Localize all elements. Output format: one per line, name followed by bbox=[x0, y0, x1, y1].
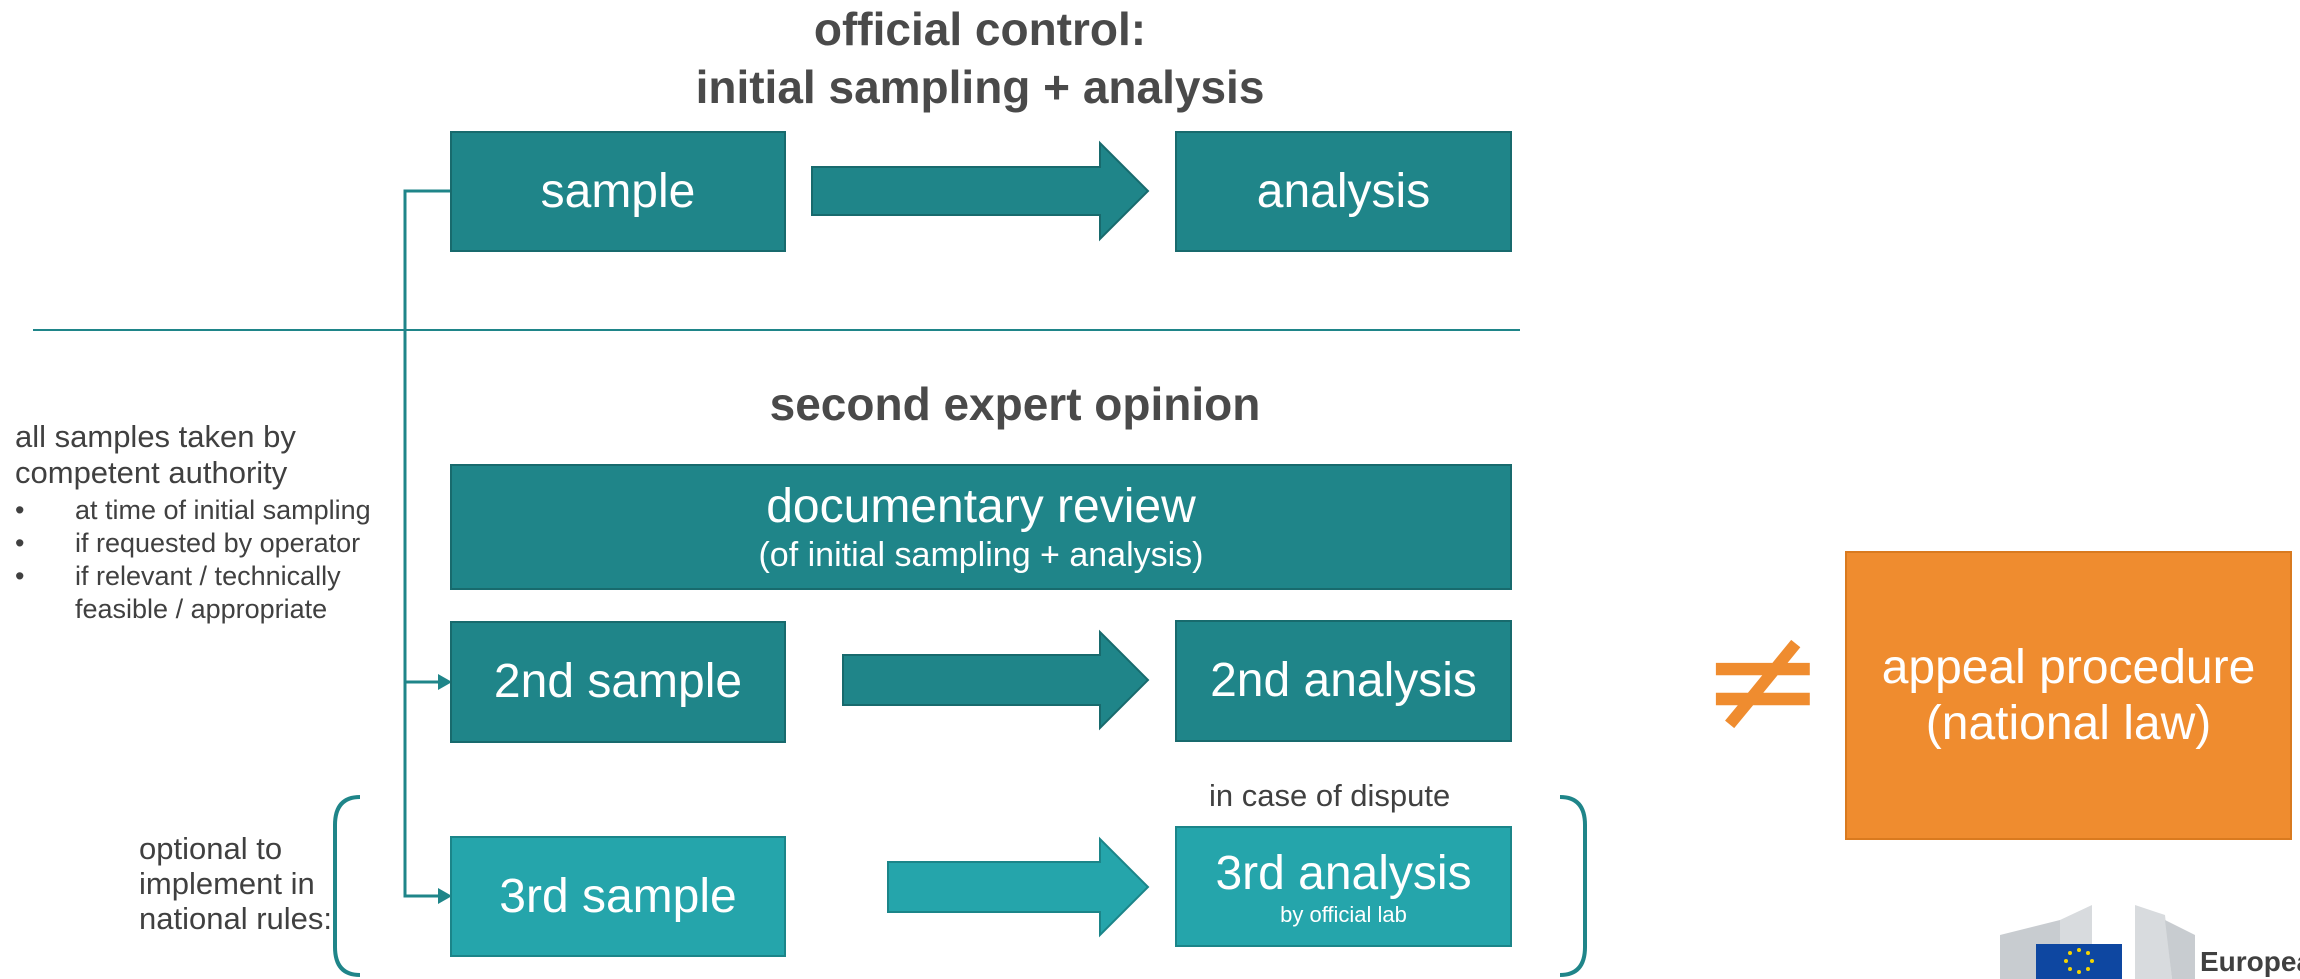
right-bracket bbox=[1559, 795, 1587, 977]
condition-item: if requested by operator bbox=[15, 527, 371, 560]
condition-item-continued: feasible / appropriate bbox=[75, 594, 328, 624]
optional-line-2: implement in bbox=[139, 866, 315, 901]
optional-note: optional to implement in national rules: bbox=[139, 831, 332, 936]
heading-line-2: initial sampling + analysis bbox=[695, 61, 1265, 113]
sample-connector-line bbox=[403, 189, 450, 898]
second-analysis-label: 2nd analysis bbox=[1210, 654, 1477, 707]
second-sample-box: 2nd sample bbox=[450, 621, 786, 743]
third-analysis-box: 3rd analysis by official lab bbox=[1175, 826, 1512, 947]
arrow-sample-to-analysis bbox=[811, 140, 1150, 242]
condition-item: at time of initial sampling bbox=[15, 494, 371, 527]
optional-line-3: national rules: bbox=[139, 901, 333, 936]
not-equal-icon: ≠ bbox=[1700, 593, 1826, 767]
all-samples-line-1: all samples taken by bbox=[15, 419, 296, 454]
appeal-line-1: appeal procedure bbox=[1881, 640, 2256, 694]
documentary-review-box: documentary review (of initial sampling … bbox=[450, 464, 1512, 590]
all-samples-line-2: competent authority bbox=[15, 455, 288, 490]
dispute-note: in case of dispute bbox=[1209, 778, 1451, 813]
eu-stars-icon bbox=[2064, 948, 2094, 974]
sample-box: sample bbox=[450, 131, 786, 252]
appeal-line-2: (national law) bbox=[1925, 696, 2212, 750]
condition-item: if relevant / technically bbox=[15, 560, 371, 593]
arrow-2nd-sample-to-analysis bbox=[842, 629, 1150, 731]
analysis-box: analysis bbox=[1175, 131, 1512, 252]
heading-line-1: official control: bbox=[813, 3, 1147, 55]
third-sample-box: 3rd sample bbox=[450, 836, 786, 957]
second-analysis-box: 2nd analysis bbox=[1175, 620, 1512, 742]
all-samples-note: all samples taken by competent authority bbox=[15, 419, 296, 491]
logo-text: Europea bbox=[2200, 946, 2300, 977]
sampling-conditions-list: at time of initial sampling if requested… bbox=[15, 494, 371, 626]
second-expert-opinion-heading: second expert opinion bbox=[769, 378, 1261, 430]
third-analysis-label: 3rd analysis bbox=[1215, 846, 1472, 900]
analysis-label: analysis bbox=[1256, 164, 1431, 218]
arrow-3rd-sample-to-analysis bbox=[887, 836, 1150, 938]
left-bracket bbox=[333, 795, 361, 977]
documentary-review-subtitle: (of initial sampling + analysis) bbox=[758, 536, 1204, 574]
official-control-heading: official control: initial sampling + ana… bbox=[560, 0, 1400, 116]
sample-label: sample bbox=[540, 164, 696, 218]
documentary-review-title: documentary review bbox=[766, 480, 1196, 533]
appeal-procedure-box: appeal procedure (national law) bbox=[1845, 551, 2292, 840]
third-sample-label: 3rd sample bbox=[499, 869, 737, 923]
second-sample-label: 2nd sample bbox=[493, 655, 743, 708]
building-icon bbox=[2000, 905, 2195, 979]
arrowhead-3rd-sample bbox=[438, 888, 452, 904]
optional-line-1: optional to bbox=[139, 831, 283, 866]
arrowhead-2nd-sample bbox=[438, 674, 452, 690]
third-analysis-sublabel: by official lab bbox=[1280, 901, 1407, 927]
